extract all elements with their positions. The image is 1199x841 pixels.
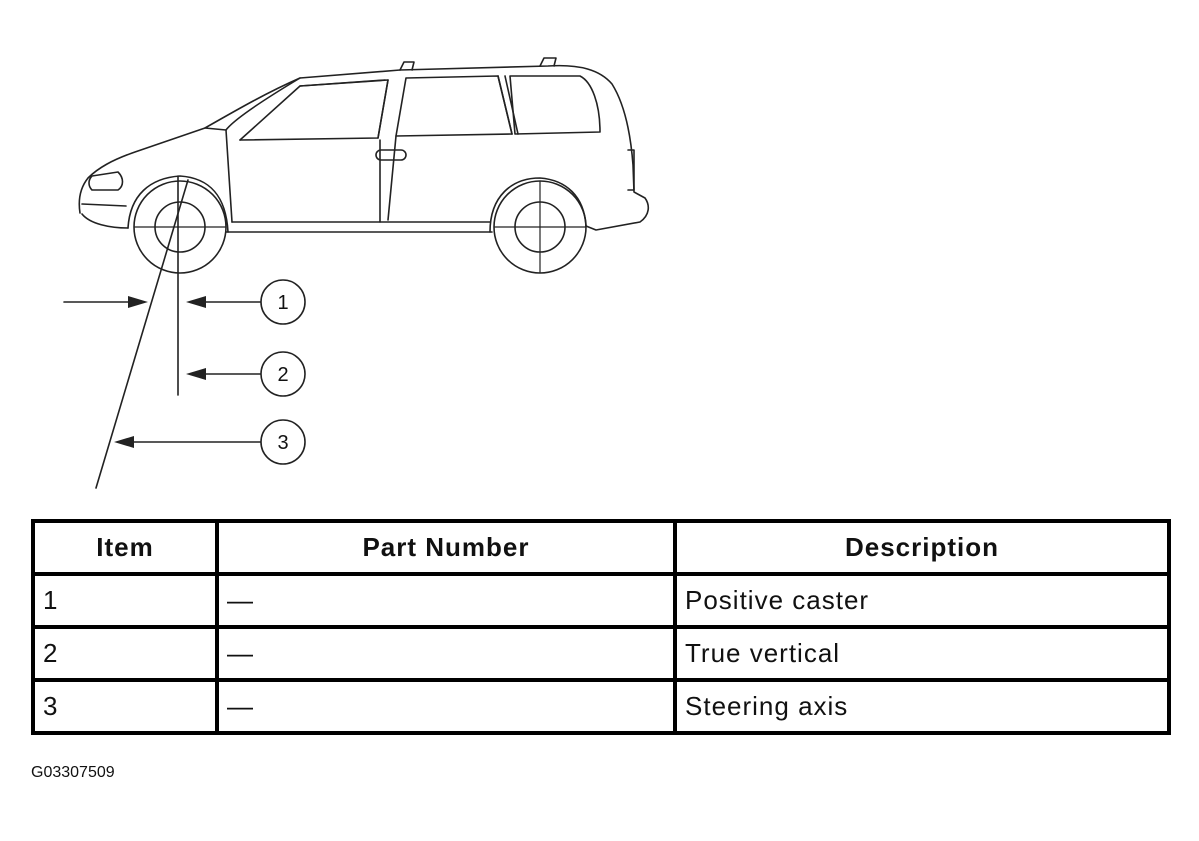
callout-2: 2	[260, 351, 306, 397]
callout-3-label: 3	[277, 432, 288, 454]
table-row: 2 — True vertical	[31, 625, 1171, 682]
caster-angle-diagram: 1 2 3	[63, 57, 650, 489]
legend-table: Item Part Number Description 1 — Positiv…	[31, 519, 1171, 735]
table-row: 1 — Positive caster	[31, 572, 1171, 629]
callout-3: 3	[260, 419, 306, 465]
header-description: Description	[673, 519, 1171, 576]
callout-1: 1	[260, 279, 306, 325]
minivan-illustration	[78, 57, 650, 274]
description-cell: Positive caster	[673, 572, 1171, 629]
description-cell: Steering axis	[673, 678, 1171, 735]
steering-axis-line	[95, 179, 189, 489]
positive-caster-arrows	[63, 296, 263, 308]
header-part-number: Part Number	[215, 519, 677, 576]
callout-1-label: 1	[277, 292, 288, 314]
legend-header-row: Item Part Number Description	[31, 519, 1171, 576]
description-cell: True vertical	[673, 625, 1171, 682]
item-cell: 1	[31, 572, 219, 629]
part-number-cell: —	[215, 678, 677, 735]
leader-arrow-2	[186, 368, 263, 380]
callout-2-label: 2	[277, 364, 288, 386]
table-row: 3 — Steering axis	[31, 678, 1171, 735]
part-number-cell: —	[215, 625, 677, 682]
figure-id: G03307509	[31, 764, 115, 781]
leader-arrow-3	[114, 436, 263, 448]
item-cell: 3	[31, 678, 219, 735]
header-item: Item	[31, 519, 219, 576]
item-cell: 2	[31, 625, 219, 682]
part-number-cell: —	[215, 572, 677, 629]
